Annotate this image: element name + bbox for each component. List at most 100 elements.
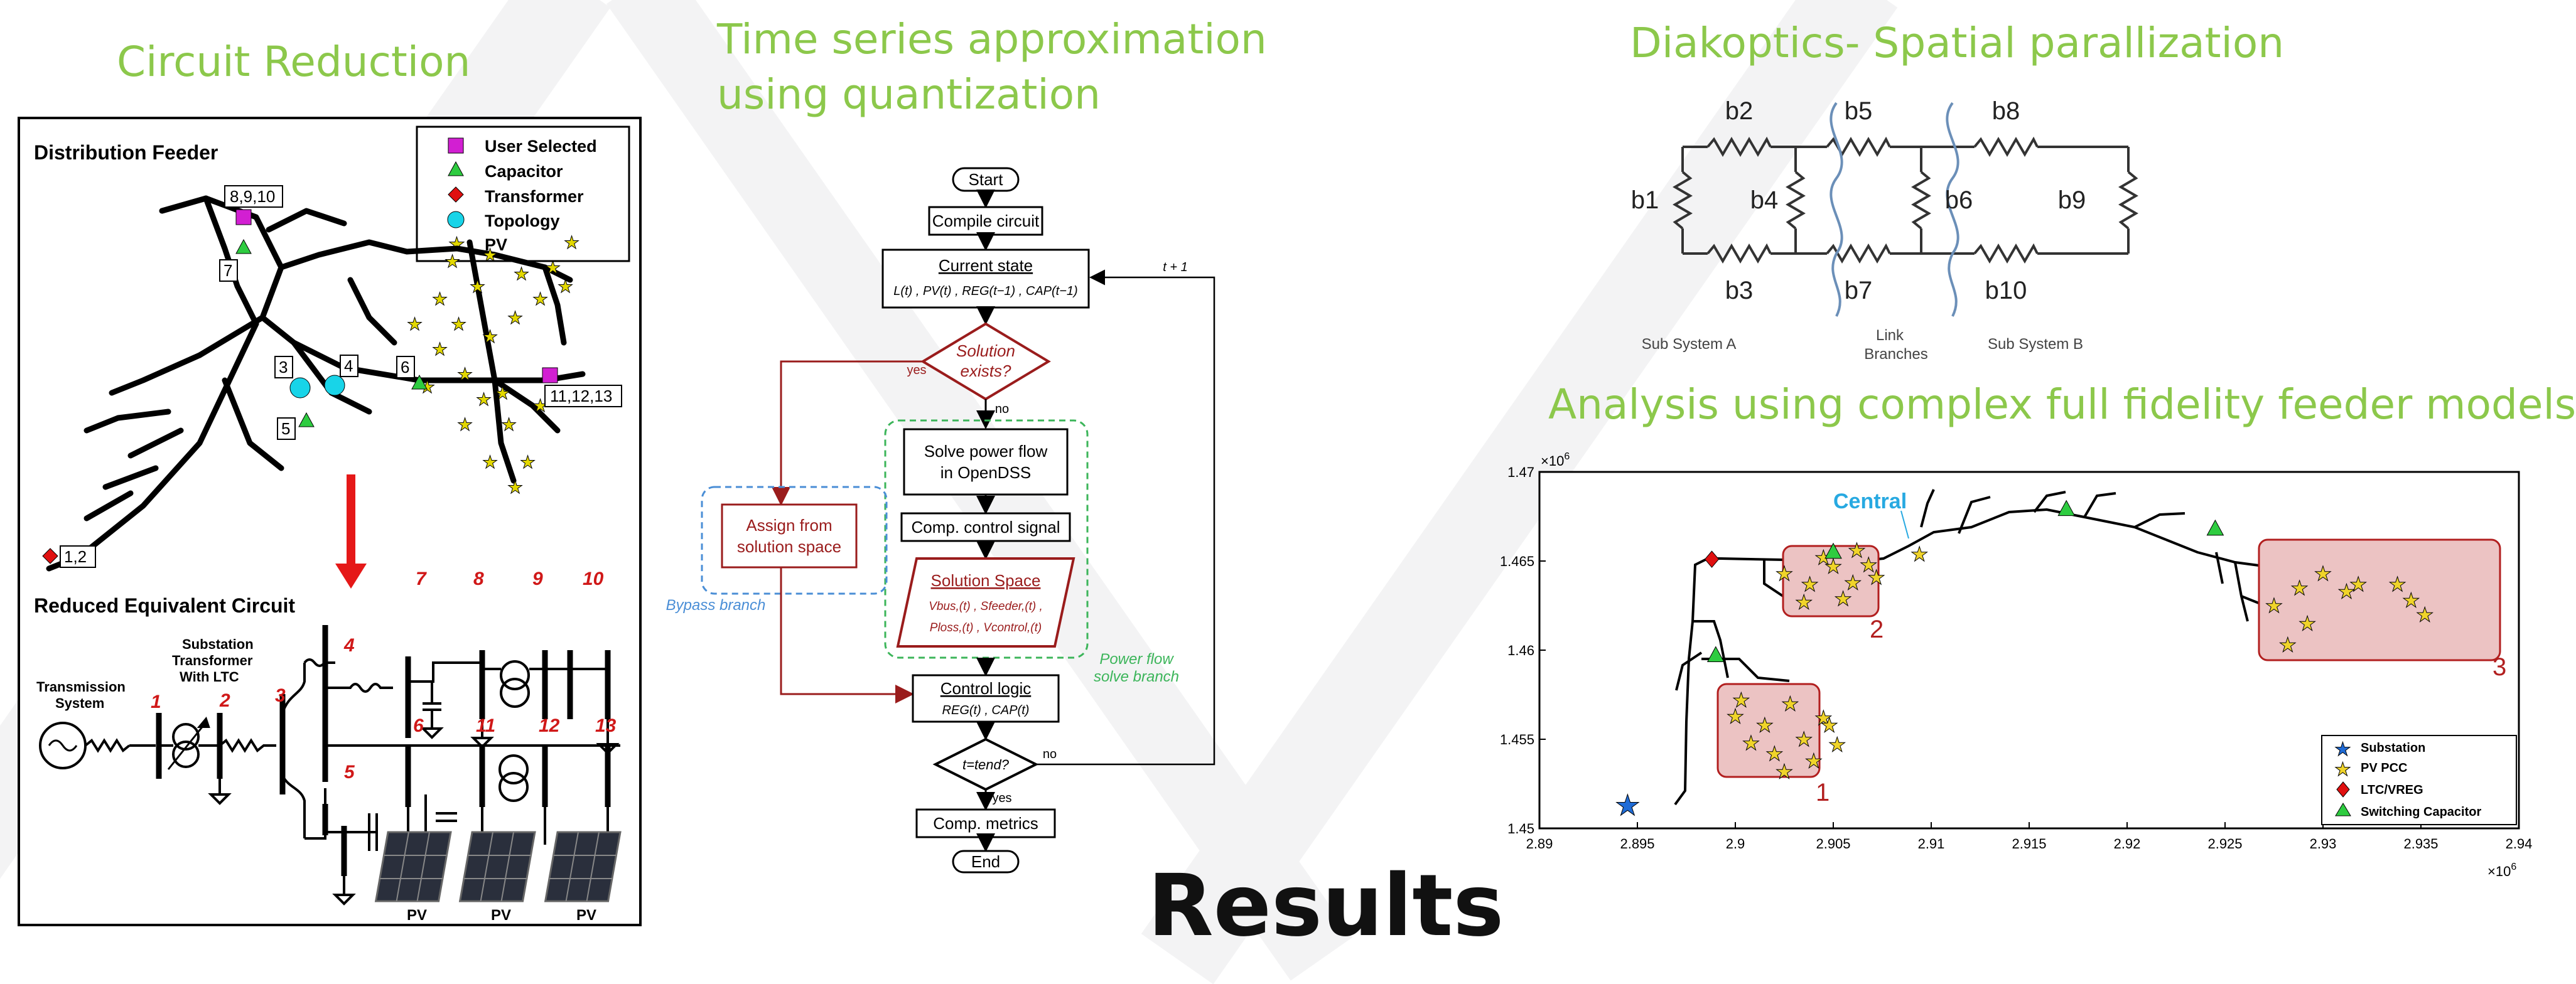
capacitor-marker-icon bbox=[448, 161, 464, 176]
pv-pcc-icon: ★ bbox=[2334, 759, 2351, 780]
svg-text:9: 9 bbox=[532, 569, 543, 589]
x-tick-label: 2.915 bbox=[2012, 836, 2046, 852]
x-exponent-label: ×106 bbox=[2487, 862, 2516, 879]
user-selected-marker bbox=[542, 367, 558, 383]
feeder-legend: User Selected Capacitor Transformer Topo… bbox=[416, 126, 630, 262]
comp-control-label: Comp. control signal bbox=[912, 518, 1060, 537]
reduced-circuit-title: Reduced Equivalent Circuit bbox=[34, 594, 295, 617]
tag-11-12-13: 11,12,13 bbox=[550, 387, 612, 405]
resistor-b8 bbox=[1973, 136, 2039, 157]
pv-label: PV bbox=[576, 907, 596, 924]
ltc-vreg-marker bbox=[1704, 550, 1720, 568]
svg-text:★: ★ bbox=[507, 478, 523, 497]
solution-space-step bbox=[896, 557, 1075, 648]
svg-text:★: ★ bbox=[532, 289, 548, 309]
solution-space-line1: Vbus,(t) , Sfeeder,(t) , bbox=[929, 600, 1043, 613]
quantization-flowchart: Start Compile circuit Current state L(t)… bbox=[666, 167, 1215, 874]
solution-exists-line1: Solution bbox=[956, 341, 1015, 360]
pv-pcc-marker: ★ bbox=[1814, 707, 1833, 729]
y-exponent-label: ×106 bbox=[1541, 451, 1570, 469]
capacitor-marker bbox=[298, 412, 315, 427]
svg-text:★: ★ bbox=[407, 314, 423, 334]
transformer-marker bbox=[42, 548, 58, 564]
pv-pcc-marker: ★ bbox=[1860, 554, 1878, 576]
switching-capacitor-marker bbox=[2057, 500, 2076, 516]
x-tick-label: 2.905 bbox=[1816, 836, 1850, 852]
pv-pcc-marker: ★ bbox=[1727, 705, 1745, 727]
pv-pcc-marker: ★ bbox=[1755, 714, 1774, 736]
capacitor-marker bbox=[235, 238, 252, 254]
resistor-b4 bbox=[1786, 171, 1806, 230]
distribution-feeder-title: Distribution Feeder bbox=[34, 141, 218, 164]
tag-7: 7 bbox=[224, 261, 232, 280]
topology-marker-icon bbox=[447, 211, 465, 228]
tag-8-9-10: 8,9,10 bbox=[230, 187, 275, 206]
svg-text:13: 13 bbox=[595, 715, 617, 736]
region-1-box bbox=[1716, 683, 1821, 778]
solve-pf-line2: in OpenDSS bbox=[940, 463, 1032, 482]
pv-pcc-marker: ★ bbox=[1795, 591, 1813, 614]
region-3-label: 3 bbox=[2492, 653, 2506, 681]
legend-topology: Topology bbox=[485, 211, 559, 230]
control-logic-step bbox=[912, 674, 1060, 723]
reduction-arrow-icon bbox=[335, 474, 367, 589]
user-selected-marker-icon bbox=[448, 137, 464, 154]
label-b8: b8 bbox=[1992, 97, 2020, 125]
control-logic-vars: REG(t) , CAP(t) bbox=[942, 703, 1030, 717]
resistor-b6 bbox=[1911, 171, 1931, 230]
label-b9: b9 bbox=[2058, 186, 2086, 214]
svg-text:★: ★ bbox=[520, 452, 536, 472]
circuit-reduction-figure: Distribution Feeder User Selected Capaci… bbox=[18, 117, 642, 926]
pv-pcc-marker: ★ bbox=[2290, 577, 2309, 599]
label-b10: b10 bbox=[1985, 277, 2027, 304]
label-b4: b4 bbox=[1750, 186, 1779, 214]
power-flow-branch-line2: solve branch bbox=[1094, 668, 1179, 685]
diakoptics-panel: b2 b5 b8 b1 b4 b6 b9 b3 b7 b10 Sub Syste… bbox=[1582, 88, 2160, 377]
region-1-label: 1 bbox=[1816, 779, 1830, 806]
topology-marker bbox=[324, 375, 345, 396]
y-tick-label: 1.46 bbox=[1507, 643, 1534, 658]
label-b2: b2 bbox=[1725, 97, 1754, 125]
tag-3: 3 bbox=[279, 358, 288, 377]
pv-pcc-marker: ★ bbox=[1814, 547, 1833, 569]
legend-transformer: Transformer bbox=[485, 187, 584, 206]
label-sub-system-b: Sub System B bbox=[1988, 336, 2083, 353]
highlight-regions bbox=[1716, 538, 2501, 778]
pv-pcc-marker: ★ bbox=[2416, 603, 2434, 626]
svg-text:12: 12 bbox=[539, 715, 560, 736]
pv-pcc-marker: ★ bbox=[1848, 539, 1866, 562]
compile-label: Compile circuit bbox=[932, 211, 1040, 230]
resistor-b2 bbox=[1706, 136, 1772, 157]
substation-icon: ★ bbox=[2334, 739, 2351, 760]
switching-capacitor-marker bbox=[1824, 542, 1842, 559]
svg-text:10: 10 bbox=[583, 569, 604, 589]
svg-text:1: 1 bbox=[151, 692, 161, 712]
pv-pcc-marker: ★ bbox=[1742, 732, 1760, 754]
svg-text:7: 7 bbox=[416, 569, 427, 589]
yes2-label: yes bbox=[992, 791, 1011, 805]
resistor-b9 bbox=[2118, 171, 2138, 230]
pv-pcc-marker: ★ bbox=[1834, 587, 1852, 610]
results-title: Results bbox=[1148, 857, 1504, 956]
assign-line2: solution space bbox=[737, 537, 841, 556]
bypass-branch-label: Bypass branch bbox=[666, 597, 766, 614]
region-2-label: 2 bbox=[1870, 616, 1883, 643]
chart-legend: ★ Substation ★ PV PCC LTC/VREG Switching… bbox=[2321, 735, 2517, 825]
pv-pcc-marker: ★ bbox=[1801, 573, 1819, 596]
ltc-vreg-icon bbox=[2336, 781, 2350, 798]
topology-marker bbox=[289, 377, 311, 398]
pv-pcc-marker: ★ bbox=[1776, 760, 1794, 783]
pv-pcc-marker: ★ bbox=[1795, 728, 1813, 751]
t-plus-1-label: t + 1 bbox=[1163, 260, 1187, 274]
tag-4: 4 bbox=[344, 356, 353, 375]
no2-label: no bbox=[1043, 747, 1057, 761]
pv-pcc-marker: ★ bbox=[2278, 634, 2297, 656]
x-tick-label: 2.93 bbox=[2310, 836, 2337, 852]
label-b6: b6 bbox=[1945, 186, 1973, 214]
pv-pcc-marker: ★ bbox=[2314, 562, 2332, 585]
pv-panel-icon bbox=[374, 831, 452, 902]
